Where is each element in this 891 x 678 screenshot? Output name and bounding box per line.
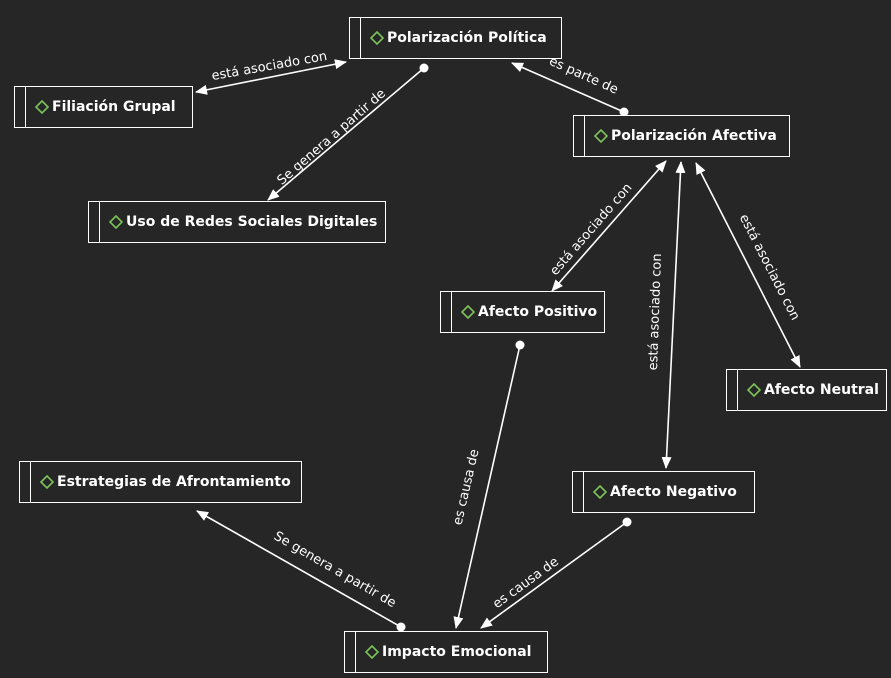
edge-e3 — [511, 62, 625, 113]
diamond-icon — [109, 215, 123, 229]
node-label: Filiación Grupal — [52, 99, 176, 115]
edge-e5 — [661, 161, 686, 469]
node-polarizacion-politica[interactable]: Polarización Política — [349, 17, 562, 59]
node-label: Afecto Negativo — [610, 484, 737, 500]
edge-start-dot — [419, 63, 429, 73]
node-label: Estrategias de Afrontamiento — [57, 474, 291, 490]
edge-e7 — [453, 344, 521, 629]
edge-label-e1: está asociado con — [210, 49, 328, 84]
edge-label-e9: Se genera a partir de — [271, 529, 398, 611]
node-polarizacion-afectiva[interactable]: Polarización Afectiva — [573, 115, 790, 157]
node-filiacion-grupal[interactable]: Filiación Grupal — [14, 86, 193, 128]
node-label: Polarización Política — [387, 30, 547, 46]
edge-e1 — [195, 59, 347, 95]
edge-e9 — [196, 510, 402, 628]
node-estrategias-afrontamiento[interactable]: Estrategias de Afrontamiento — [19, 461, 302, 503]
node-afecto-positivo[interactable]: Afecto Positivo — [440, 291, 605, 333]
edge-e6 — [695, 162, 801, 368]
diamond-icon — [35, 100, 49, 114]
edge-e8 — [480, 521, 628, 629]
edge-label-e5: está asociado con — [646, 253, 665, 371]
node-label: Uso de Redes Sociales Digitales — [126, 214, 378, 230]
edge-label-e2: Se genera a partir de — [275, 86, 389, 188]
edge-e4 — [551, 160, 667, 292]
diamond-icon — [370, 31, 384, 45]
edge-label-e7: es causa de — [451, 448, 483, 527]
edge-label-e3: es parte de — [547, 54, 621, 98]
diamond-icon — [40, 475, 54, 489]
diamond-icon — [747, 383, 761, 397]
node-label: Impacto Emocional — [382, 644, 532, 660]
edge-start-dot — [619, 107, 629, 117]
diamond-icon — [593, 485, 607, 499]
edge-start-dot — [622, 517, 632, 527]
node-afecto-neutral[interactable]: Afecto Neutral — [726, 369, 887, 411]
node-label: Afecto Neutral — [764, 382, 879, 398]
edge-start-dot — [515, 340, 525, 350]
diamond-icon — [461, 305, 475, 319]
diamond-icon — [594, 129, 608, 143]
node-impacto-emocional[interactable]: Impacto Emocional — [344, 631, 548, 673]
node-label: Polarización Afectiva — [611, 128, 777, 144]
node-uso-redes-sociales[interactable]: Uso de Redes Sociales Digitales — [88, 201, 386, 243]
edge-label-e4: está asociado con — [547, 181, 635, 279]
edge-start-dot — [396, 622, 406, 632]
edge-label-e8: es causa de — [490, 554, 561, 612]
edge-e2 — [267, 67, 425, 201]
node-afecto-negativo[interactable]: Afecto Negativo — [572, 471, 755, 513]
node-label: Afecto Positivo — [478, 304, 598, 320]
diamond-icon — [365, 645, 379, 659]
